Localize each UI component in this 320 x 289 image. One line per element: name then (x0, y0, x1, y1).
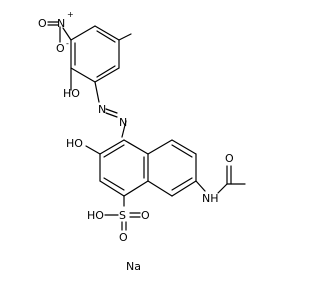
nitro-bonds (47, 21, 72, 43)
sulfur-label: S (119, 209, 126, 222)
nitro-minus-charge: - (66, 39, 69, 48)
nitro-nitrogen-label: N (57, 17, 65, 30)
nitro-oxygen-left-label: O (38, 17, 47, 30)
naphthol-bond (85, 145, 101, 155)
naphthalene-ring-left (99, 139, 149, 197)
sulfo-oxygen-right-label: O (141, 209, 150, 222)
acetamido-bonds (195, 165, 246, 194)
molecule-drawing: O N + O - HO N N HO NH O HO S O O Na (38, 10, 246, 273)
azo-nitrogen-2-label: N (119, 116, 127, 129)
phenol-hydroxy-label: HO (63, 87, 80, 100)
naphthol-hydroxy-label: HO (66, 137, 83, 150)
amide-nh-label: NH (202, 192, 219, 205)
amide-oxygen-label: O (225, 152, 234, 165)
nitro-oxygen-bottom-label: O (56, 42, 65, 55)
nitro-plus-charge: + (67, 10, 74, 19)
methyl-bond (118, 33, 132, 41)
naphthalene-ring-right (147, 139, 197, 197)
sulfo-bonds (104, 195, 141, 231)
sulfo-hydroxy-label: HO (87, 209, 104, 222)
sulfo-oxygen-bottom-label: O (119, 231, 128, 244)
azo-bonds (94, 81, 127, 138)
sodium-counter-ion: Na (126, 260, 141, 273)
structure-diagram: O N + O - HO N N HO NH O HO S O O Na (38, 10, 246, 273)
azo-nitrogen-1-label: N (98, 103, 106, 116)
phenyl-ring (70, 25, 120, 83)
